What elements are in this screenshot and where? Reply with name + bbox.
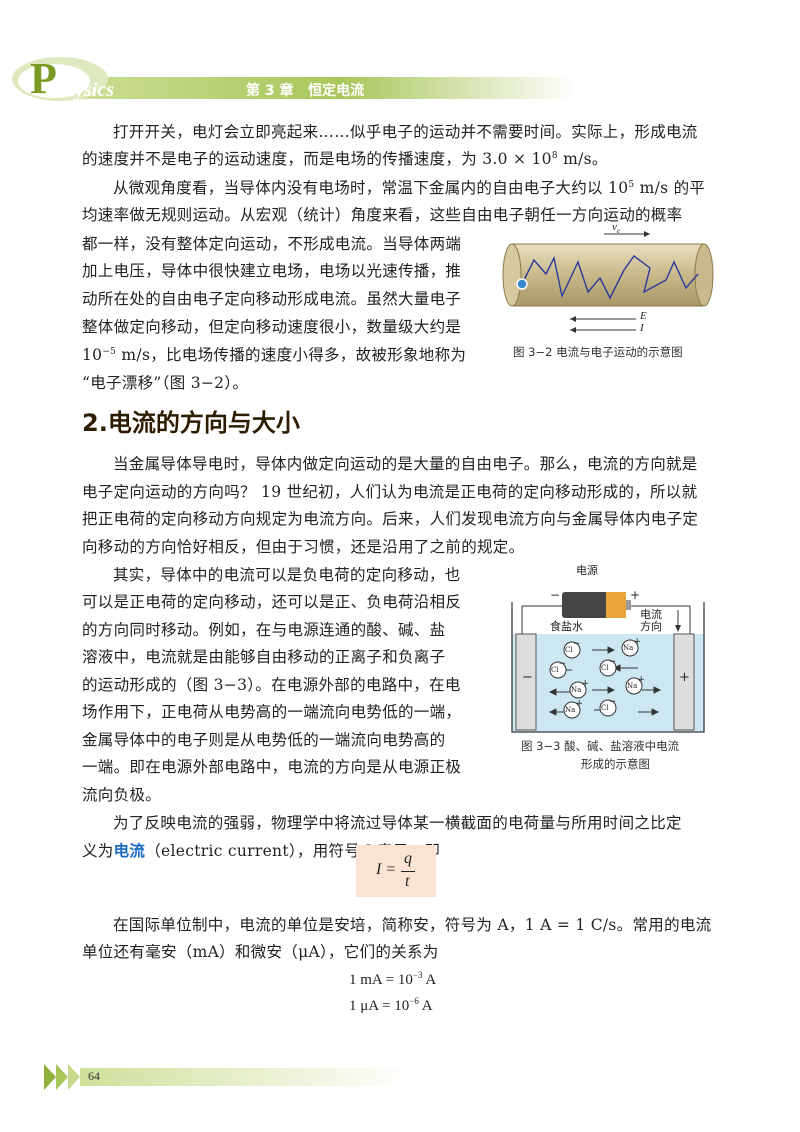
intro-line-4: 均速率做无规则运动。从宏观（统计）角度来看，这些自由电子朝任一方向运动的概率 xyxy=(82,206,683,224)
label-plus-terminal: + xyxy=(630,588,641,602)
intro-line-5: 都一样，没有整体定向运动，不形成电流。当导体两端 xyxy=(82,235,462,253)
unit-relation-ua: 1 μA = 10−6 A xyxy=(349,996,433,1015)
page-footer: 64 xyxy=(0,1060,800,1100)
footer-banner xyxy=(44,1064,410,1090)
label-e: E xyxy=(640,310,647,322)
intro-line-1: 打开开关，电灯会立即亮起来……似乎电子的运动并不需要时间。实际上，形成电流 xyxy=(113,123,698,141)
body-line-6: 可以是正电荷的定向移动，还可以是正、负电荷沿相反 xyxy=(82,593,462,611)
body-line-8: 溶液中，电流就是由能够自由移动的正离子和负离子 xyxy=(82,648,446,666)
ion-label: Cl− xyxy=(565,639,581,655)
body-line-1: 当金属导体导电时，导体内做定向运动的是大量的自由电子。那么，电流的方向就是 xyxy=(113,455,698,473)
chapter-title: 第 3 章 恒定电流 xyxy=(246,83,365,99)
body-line-3: 把正电荷的定向移动方向规定为电流方向。后来，人们发现电流方向与金属导体内电子定 xyxy=(82,510,699,528)
label-power: 电源 xyxy=(576,564,598,577)
body-line-4: 向移动的方向恰好相反，但由于习惯，还是沿用了之前的规定。 xyxy=(82,538,525,556)
footer-chevron-icon xyxy=(56,1064,68,1090)
header-banner xyxy=(12,57,575,101)
body-line-10: 场作用下，正电荷从电势高的一端流向电势低的一端， xyxy=(82,703,462,721)
intro-line-7: 动所在处的自由电子定向移动形成电流。虽然大量电子 xyxy=(82,290,462,308)
figure-3-3-caption-2: 形成的示意图 xyxy=(581,757,650,771)
page-header: P hysics 第 3 章 恒定电流 xyxy=(0,54,800,105)
ion-na xyxy=(563,701,581,719)
section-title: 2.电流的方向与大小 xyxy=(82,409,300,437)
unit-relation-ma: 1 mA = 10−3 A xyxy=(349,970,437,989)
figure-3-2-caption: 图 3−2 电流与电子运动的示意图 xyxy=(513,345,683,359)
body-line-13: 流向负极。 xyxy=(82,786,162,804)
body-line-5: 其实，导体中的电流可以是负电荷的定向移动，也 xyxy=(113,566,461,584)
body-line-12: 一端。即在电源外部电路中，电流的方向是从电源正极 xyxy=(82,758,462,776)
ion-label: Cl− xyxy=(601,697,617,713)
label-salt-water: 食盐水 xyxy=(550,620,583,633)
logo-text: hysics xyxy=(64,79,114,101)
footer-chevron-icon xyxy=(68,1064,80,1090)
ion-label: Na+ xyxy=(627,675,645,691)
intro-line-2: 的速度并不是电子的运动速度，而是电场的传播速度，为 3.0 × 108 m/s。 xyxy=(82,150,608,168)
label-electrode-plus: + xyxy=(679,670,690,685)
electron-dot xyxy=(516,278,528,290)
body-line-9: 的运动形成的（图 3−3）。在电源外部的电路中，在电 xyxy=(82,676,461,694)
label-current-dir-2: 方向 xyxy=(640,620,662,633)
body-line-2: 电子定向运动的方向吗？ 19 世纪初，人们认为电流是正电荷的定向移动形成的，所以… xyxy=(82,483,698,501)
current-equation: I = q t xyxy=(356,845,436,897)
intro-line-9: 10−5 m/s，比电场传播的速度小得多，故被形象地称为 xyxy=(82,346,467,364)
ion-cl xyxy=(599,699,617,717)
beaker xyxy=(511,602,705,733)
body-line-17: 单位还有毫安（mA）和微安（μA），它们的关系为 xyxy=(82,943,439,961)
ion-label: Cl− xyxy=(551,659,567,675)
positive-electrode xyxy=(673,633,695,731)
body-line-11: 金属导体中的电子则是从电势低的一端流向电势高的 xyxy=(82,731,446,749)
logo-letter: P xyxy=(30,54,57,103)
body-line-14: 为了反映电流的强弱，物理学中将流过导体某一横截面的电荷量与所用时间之比定 xyxy=(113,814,682,832)
ion-na xyxy=(621,639,639,657)
footer-chevron-icon xyxy=(44,1064,56,1090)
intro-line-3: 从微观角度看，当导体内没有电场时，常温下金属内的自由电子大约以 105 m/s … xyxy=(113,179,706,197)
eq-lhs: I = xyxy=(376,861,397,878)
term-electric-current: 电流 xyxy=(113,841,146,860)
figure-3-2: ve E I xyxy=(500,221,720,340)
negative-electrode xyxy=(515,633,537,731)
page-number: 64 xyxy=(88,1069,100,1083)
label-electrode-minus: − xyxy=(522,670,533,685)
body-line-7: 的方向同时移动。例如，在与电源连通的酸、碱、盐 xyxy=(82,621,446,639)
figure-3-3: 电源 − + 电流 方向 食盐水 − + Cl− Na+ Cl− Cl− Na+… xyxy=(510,562,710,734)
electrolysis-diagram xyxy=(511,592,705,733)
body-line-16: 在国际单位制中，电流的单位是安培，简称安，符号为 A，1 A = 1 C/s。常… xyxy=(113,916,712,934)
label-current-dir-1: 电流 xyxy=(640,608,662,621)
label-ve: ve xyxy=(612,221,620,236)
eq-numerator: q xyxy=(404,850,412,867)
intro-line-6: 加上电压，导体中很快建立电场，电场以光速传播，推 xyxy=(82,262,462,280)
ion-label: Na+ xyxy=(565,699,583,715)
ion-label: Na+ xyxy=(623,637,641,653)
intro-line-8: 整体做定向移动，但定向移动速度很小，数量级大约是 xyxy=(82,318,462,336)
ion-label: Na+ xyxy=(571,679,589,695)
label-i: I xyxy=(640,322,644,334)
intro-line-10: “电子漂移”（图 3−2）。 xyxy=(82,374,249,392)
label-minus-terminal: − xyxy=(550,588,561,602)
ion-label: Cl− xyxy=(601,657,617,673)
eq-denominator: t xyxy=(405,873,410,890)
ion-cl xyxy=(549,661,567,679)
ion-na xyxy=(625,677,643,695)
conductor-diagram xyxy=(502,231,714,333)
eq-fraction-bar xyxy=(401,871,415,872)
ion-cl xyxy=(599,659,617,677)
figure-3-3-caption-1: 图 3−3 酸、碱、盐溶液中电流 xyxy=(521,739,680,753)
ion-na xyxy=(569,681,587,699)
ion-cl xyxy=(563,641,581,659)
